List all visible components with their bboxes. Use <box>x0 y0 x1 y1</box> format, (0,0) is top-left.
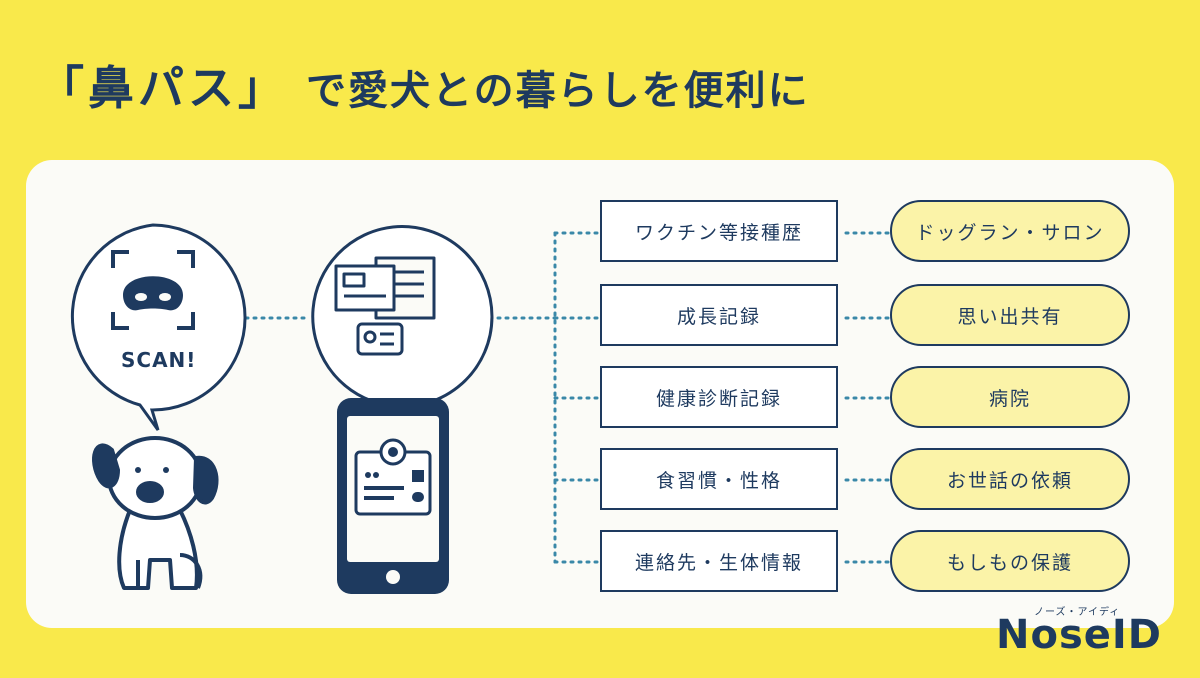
record-box-growth: 成長記録 <box>600 284 838 346</box>
nose-icon <box>123 276 183 311</box>
record-box-contact: 連絡先・生体情報 <box>600 530 838 592</box>
record-box-vaccination: ワクチン等接種歴 <box>600 200 838 262</box>
use-pill-protection: もしもの保護 <box>890 530 1130 592</box>
use-pill-dogrun: ドッグラン・サロン <box>890 200 1130 262</box>
record-box-checkup: 健康診断記録 <box>600 366 838 428</box>
scan-frame-icon <box>111 250 195 330</box>
connector-lines <box>244 231 890 564</box>
page-title: 「鼻パス」 で愛犬との暮らしを便利に <box>38 52 810 118</box>
documents-icon <box>334 256 436 356</box>
document-bubble <box>311 225 494 429</box>
dog-illustration <box>92 436 219 590</box>
logo-reading: ノーズ・アイディ <box>1034 607 1121 618</box>
use-pill-hospital: 病院 <box>890 366 1130 428</box>
use-pill-care-request: お世話の依頼 <box>890 448 1130 510</box>
title-brand: 「鼻パス」 <box>38 61 288 115</box>
use-pill-memories: 思い出共有 <box>890 284 1130 346</box>
title-rest: で愛犬との暮らしを便利に <box>306 68 810 114</box>
scan-label: SCAN! <box>121 348 197 372</box>
record-box-habits: 食習慣・性格 <box>600 448 838 510</box>
noseid-logo: NoseID <box>996 612 1162 658</box>
smartphone-icon <box>337 398 449 594</box>
scan-bubble <box>70 223 247 431</box>
